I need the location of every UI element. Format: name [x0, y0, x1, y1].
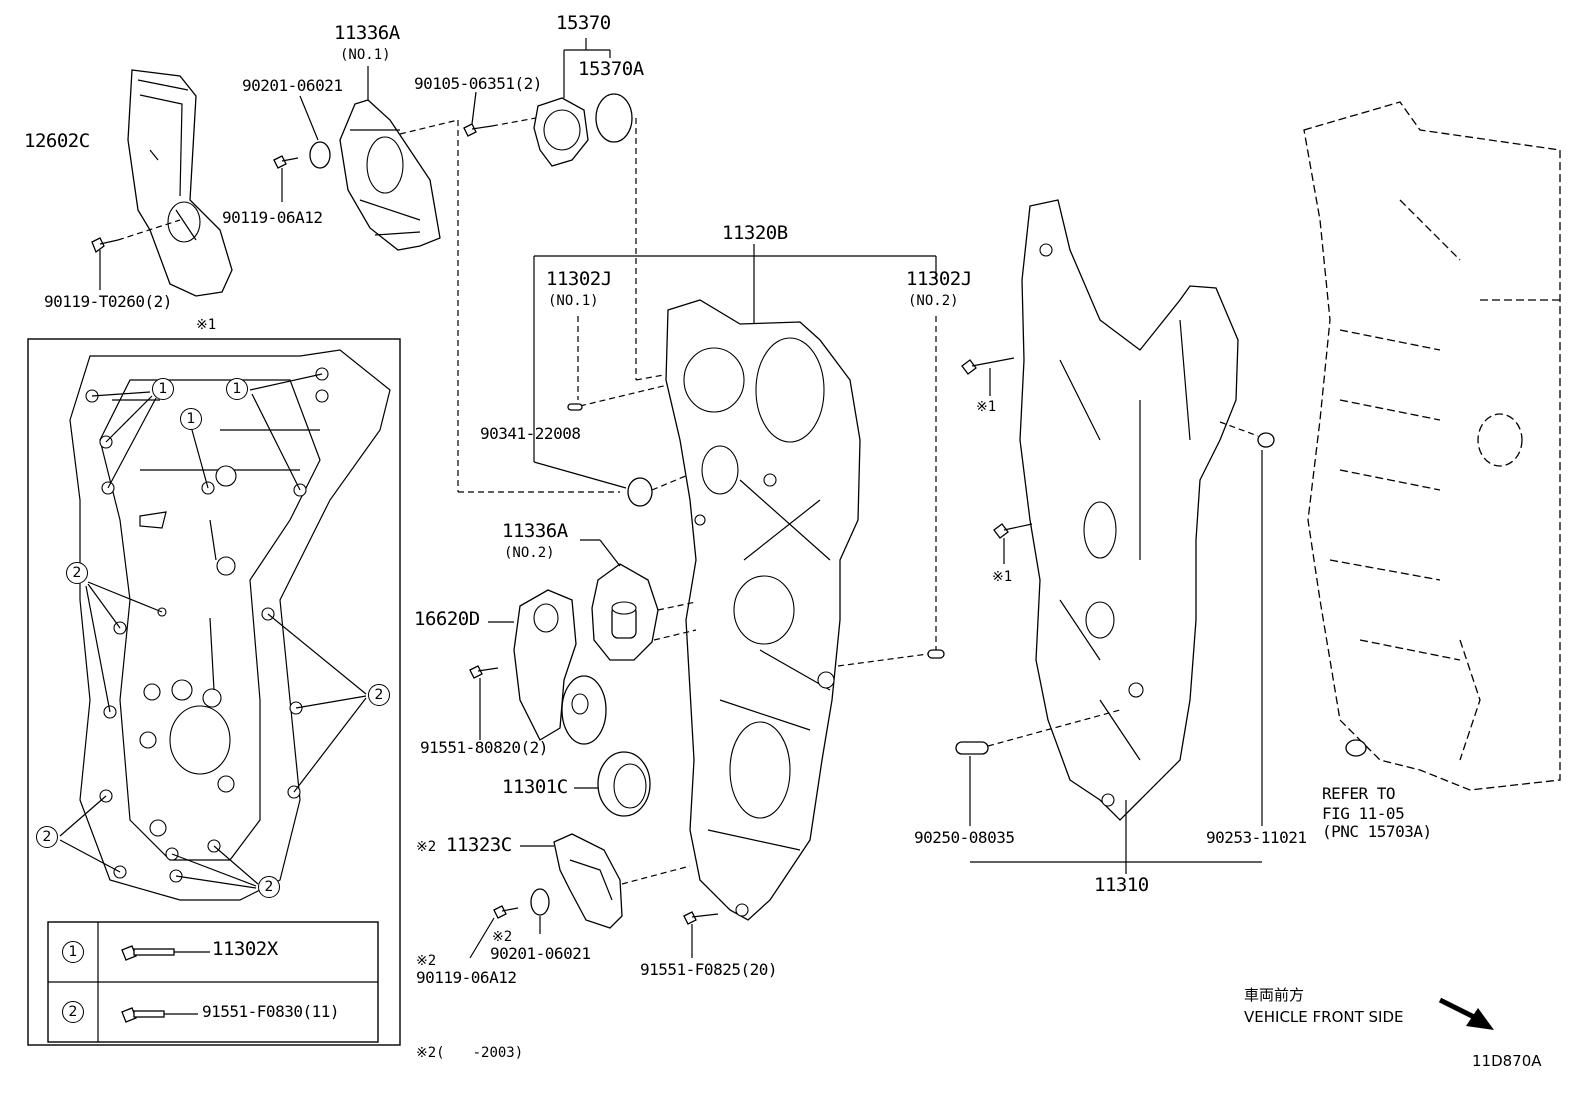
bolt-91551-80820 — [469, 665, 499, 740]
bolt-90119-t0260 — [91, 219, 181, 290]
idler-15370 — [533, 38, 633, 167]
front-en: VEHICLE FRONT SIDE — [1244, 1008, 1404, 1026]
timing-cover-plate-12602c — [127, 69, 233, 297]
gasket-inset-box — [27, 338, 401, 1046]
label-90253: 90253-11021 — [1206, 828, 1307, 847]
footnote-mark2: ※2( -2003) — [416, 1045, 524, 1061]
legend-part-1: 11302X — [212, 938, 278, 960]
callout-2: 2 — [66, 562, 88, 584]
label-box-mark: ※1 — [196, 317, 217, 333]
label-15370: 15370 — [556, 12, 611, 34]
label-11336a-mid: 11336A — [502, 520, 568, 542]
callout-2: 2 — [258, 876, 280, 898]
label-11336a-top-sub: (NO.1) — [340, 47, 391, 63]
pin-90250 — [955, 709, 1121, 826]
label-11301c: 11301C — [502, 776, 568, 798]
callout-1: 1 — [152, 378, 174, 400]
label-11302j-no2: 11302J — [906, 268, 972, 290]
label-90119-bottom: 90119-06A12 — [416, 968, 517, 987]
label-90105: 90105-06351(2) — [414, 74, 542, 93]
label-90201-bottom: 90201-06021 — [490, 944, 591, 963]
legend-num-2: 2 — [62, 1001, 84, 1023]
label-mark1-lower: ※1 — [992, 569, 1013, 585]
refer-line2: FIG 11-05 — [1322, 804, 1405, 823]
bolt-91551-f0825 — [683, 911, 719, 958]
label-mark1-upper: ※1 — [976, 399, 997, 415]
legend-num-1: 1 — [62, 941, 84, 963]
bolt-mark1-lower — [993, 523, 1033, 564]
label-11320b: 11320B — [722, 222, 788, 244]
bolt-mark1-upper — [961, 357, 1015, 396]
label-11302j-no2-sub: (NO.2) — [908, 293, 959, 309]
label-11323c: 11323C — [446, 834, 512, 856]
label-90201-top: 90201-06021 — [242, 76, 343, 95]
callout-1: 1 — [226, 378, 248, 400]
label-90119-t0260: 90119-T0260(2) — [44, 292, 172, 311]
tensioner-16620d — [488, 589, 607, 745]
label-90250: 90250-08035 — [914, 828, 1015, 847]
label-11310: 11310 — [1094, 874, 1149, 896]
label-11323c-mark: ※2 — [416, 839, 437, 855]
label-11336a-mid-sub: (NO.2) — [504, 545, 555, 561]
label-90119-top: 90119-06A12 — [222, 208, 323, 227]
callout-1: 1 — [180, 408, 202, 430]
label-16620d: 16620D — [414, 608, 480, 630]
pin-90253 — [1219, 421, 1275, 826]
timing-cover-11320b — [665, 299, 861, 921]
label-11336a-top: 11336A — [334, 22, 400, 44]
engine-block-outline — [1303, 101, 1561, 791]
legend-table — [47, 921, 379, 1043]
bolt-90119-bottom — [469, 905, 519, 959]
bracket-11336a-no1 — [339, 66, 441, 251]
label-91551-f0825: 91551-F0825(20) — [640, 960, 778, 979]
washer-90201-bottom — [530, 888, 550, 934]
legend-part-2: 91551-F0830(11) — [202, 1002, 340, 1021]
refer-line1: REFER TO — [1322, 784, 1396, 803]
label-90119-bottom-mark: ※2 — [416, 953, 437, 969]
bolt-90119-top — [273, 155, 299, 202]
callout-2: 2 — [36, 826, 58, 848]
timing-plate-11310 — [1019, 199, 1239, 821]
label-12602c: 12602C — [24, 130, 90, 152]
bolt-90105 — [463, 91, 493, 137]
front-jp: 車両前方 — [1244, 986, 1305, 1004]
oil-seal-11301c — [574, 751, 651, 817]
bracket-11336a-no2 — [580, 539, 659, 661]
label-11302j-no1: 11302J — [546, 268, 612, 290]
diagram-id: 11D870A — [1472, 1052, 1542, 1070]
refer-line3: (PNC 15703A) — [1322, 822, 1432, 841]
cover-11323c — [520, 833, 623, 929]
label-90341: 90341-22008 — [480, 424, 581, 443]
label-91551-80820: 91551-80820(2) — [420, 738, 548, 757]
washer-90201-top — [299, 95, 331, 169]
callout-2: 2 — [368, 684, 390, 706]
label-11302j-no1-sub: (NO.1) — [548, 293, 599, 309]
label-90201-bottom-mark: ※2 — [492, 929, 513, 945]
label-15370a: 15370A — [578, 58, 644, 80]
callout-leaders — [59, 373, 367, 889]
front-direction-arrow — [1438, 997, 1494, 1030]
